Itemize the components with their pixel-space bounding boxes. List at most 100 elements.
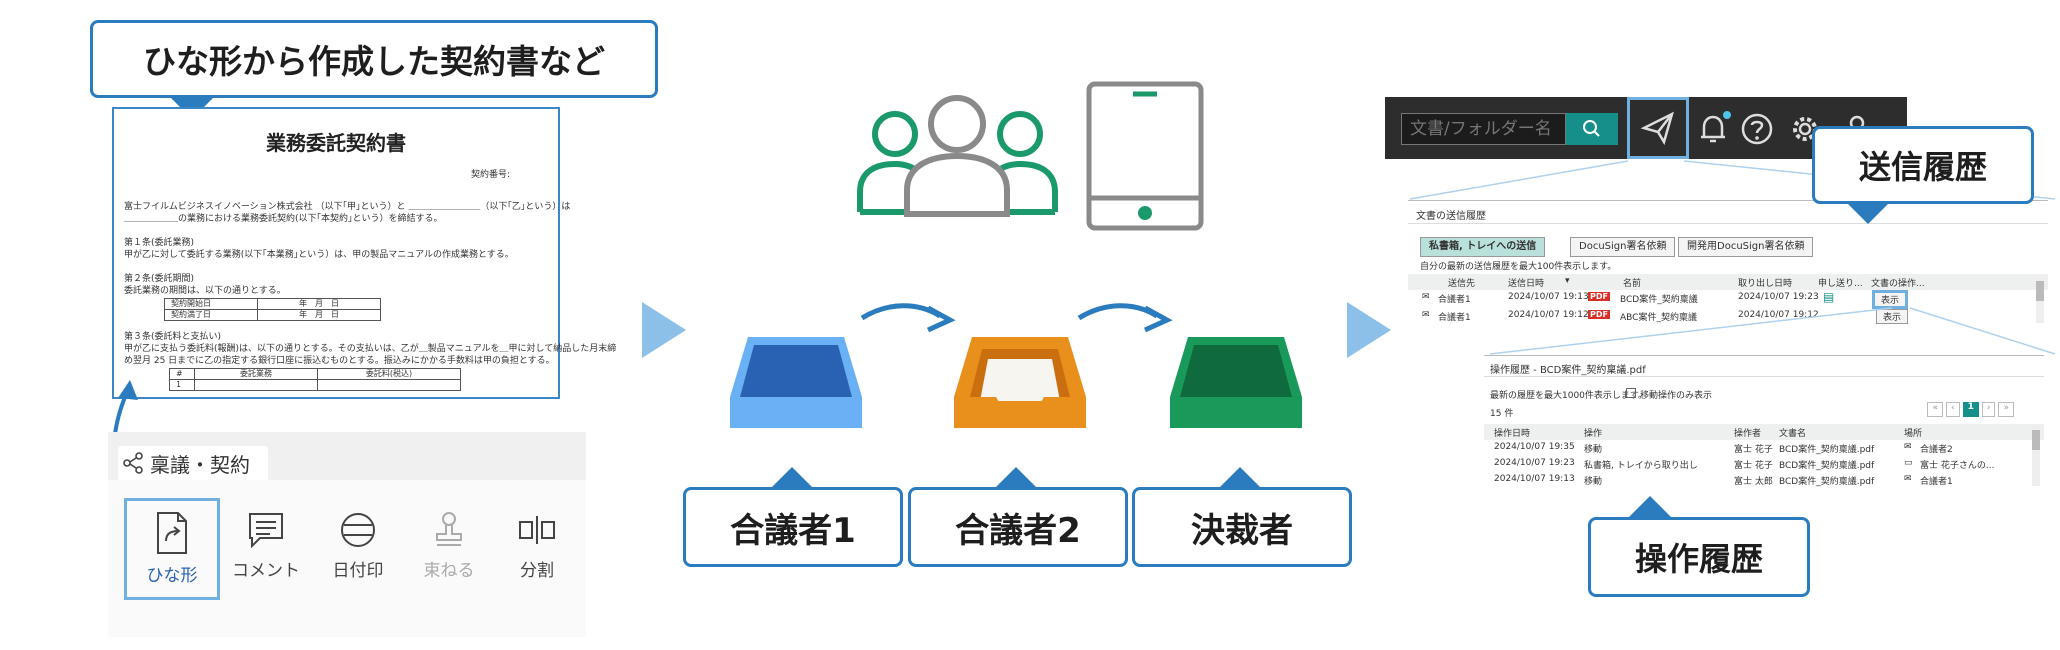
send-tab-docusign[interactable]: DocuSign署名依頼 xyxy=(1570,237,1676,257)
callout-pointer xyxy=(1846,202,1890,224)
send-history-callout: 送信履歴 xyxy=(1812,126,2034,204)
label-pointer xyxy=(1218,467,1262,489)
send-history-button[interactable] xyxy=(1627,97,1689,159)
header-memo: 申し送り... xyxy=(1818,279,1863,289)
article3-body-1: 甲が乙に支払う委託料(報酬)は、以下の通りとする。その支払いは、乙が＿製品マニュ… xyxy=(124,344,617,354)
op-header-op: 操作 xyxy=(1584,429,1603,439)
send-history-callout-text: 送信履歴 xyxy=(1858,148,1987,186)
approval-contract-panel: 稟議・契約 ひな形 コメント 日付印 束ねる xyxy=(108,432,586,637)
mail-icon: ✉ xyxy=(1422,292,1430,302)
send-history-header: 送信先 送信日時 ▾ 名前 取り出し日時 申し送り... 文書の操作... xyxy=(1408,274,2048,290)
current-page[interactable]: 1 xyxy=(1962,402,1979,417)
op-row-user: 富士 花子 xyxy=(1734,461,1773,471)
row-name: ABC案件_契約稟議 xyxy=(1620,313,1697,323)
article2-body: 委託業務の期間は、以下の通りとする。 xyxy=(124,286,286,296)
op-row-op: 私書箱, トレイから取り出し xyxy=(1584,461,1698,471)
send-tab-dev-docusign[interactable]: 開発用DocuSign署名依頼 xyxy=(1678,237,1814,257)
memo-comment-icon[interactable]: ▤ xyxy=(1823,290,1835,304)
period-label: 契約満了日 xyxy=(164,309,258,321)
date-stamp-tool-label: 日付印 xyxy=(332,561,384,581)
document-arrow-icon xyxy=(157,512,187,554)
table-row[interactable]: ✉ 合議者1 2024/10/07 19:12 PDF ABC案件_契約稟議 2… xyxy=(1408,308,2048,324)
search-input[interactable] xyxy=(1401,113,1566,145)
template-contract-callout: ひな形から作成した契約書など xyxy=(90,20,658,98)
op-header-doc: 文書名 xyxy=(1779,429,1807,439)
fee-row-fee xyxy=(317,379,461,391)
op-row-place: 合議者1 xyxy=(1920,477,1953,487)
op-row-doc: BCD案件_契約稟議.pdf xyxy=(1779,445,1875,455)
comment-tool-label: コメント xyxy=(232,561,300,581)
period-table: 契約開始日 年 月 日 契約満了日 年 月 日 xyxy=(164,298,381,321)
operation-history-callout: 操作履歴 xyxy=(1588,517,1810,597)
operation-note: 最新の履歴を最大1000件表示します。 xyxy=(1490,391,1648,401)
intro-line-1: 富士フイルムビジネスイノベーション株式会社 （以下｢甲｣という）と ＿＿＿＿＿＿… xyxy=(124,202,571,212)
split-tool-button[interactable]: 分割 xyxy=(492,510,582,581)
table-row[interactable]: ✉ 合議者1 2024/10/07 19:13 PDF BCD案件_契約稟議 2… xyxy=(1408,290,2048,309)
prev-page-button[interactable]: ‹ xyxy=(1946,402,1960,417)
label-pointer xyxy=(770,467,814,489)
sort-desc-icon: ▾ xyxy=(1565,276,1570,286)
table-row[interactable]: 2024/10/07 19:35 移動 富士 花子 BCD案件_契約稟議.pdf… xyxy=(1484,440,2044,456)
final-approver-label: 決裁者 xyxy=(1132,487,1352,567)
article3-title: 第３条(委託料と支払い) xyxy=(124,332,222,342)
contract-number-label: 契約番号: xyxy=(470,170,510,180)
date-stamp-tool-button[interactable]: 日付印 xyxy=(313,510,403,581)
send-history-note: 自分の最新の送信履歴を最大100件表示します。 xyxy=(1420,262,1617,272)
scrollbar[interactable] xyxy=(2032,424,2040,486)
next-page-button[interactable]: › xyxy=(1981,402,1996,417)
op-header-place: 場所 xyxy=(1904,429,1923,439)
op-row-time: 2024/10/07 19:35 xyxy=(1494,442,1575,452)
bundle-tool-label: 束ねる xyxy=(423,561,475,581)
scrollbar-thumb[interactable] xyxy=(2032,430,2040,450)
fee-row-task xyxy=(194,379,318,391)
final-approver-label-text: 決裁者 xyxy=(1191,510,1293,551)
header-action: 文書の操作... xyxy=(1871,279,1925,289)
article1-body: 甲が乙に対して委託する業務(以下｢本業務｣という）は、甲の製品マニュアルの作成業… xyxy=(124,250,514,260)
operation-history-callout-text: 操作履歴 xyxy=(1634,540,1763,578)
callout-pointer xyxy=(1628,496,1672,518)
inbox-green-icon xyxy=(1170,337,1302,428)
period-value: 年 月 日 xyxy=(257,298,381,310)
fee-row-num: 1 xyxy=(169,379,195,391)
article2-title: 第２条(委託期間) xyxy=(124,274,195,284)
row-dest: 合議者1 xyxy=(1438,295,1471,305)
header-name: 名前 xyxy=(1623,279,1642,289)
last-page-button[interactable]: » xyxy=(1998,402,2014,417)
bundle-tool-button[interactable]: 束ねる xyxy=(404,510,494,581)
fee-header-fee: 委託料(税込) xyxy=(317,368,461,380)
view-button[interactable]: 表示 xyxy=(1876,309,1909,324)
date-stamp-icon xyxy=(341,513,375,547)
row-name: BCD案件_契約稟議 xyxy=(1620,295,1698,305)
row-sent: 2024/10/07 19:13 xyxy=(1508,292,1589,302)
mail-icon: ✉ xyxy=(1904,474,1912,484)
operation-history-title: 操作履歴 - BCD案件_契約稟議.pdf xyxy=(1490,365,1646,376)
period-label: 契約開始日 xyxy=(164,298,258,310)
pdf-badge: PDF xyxy=(1588,292,1610,301)
send-tab-active[interactable]: 私書箱, トレイへの送信 xyxy=(1420,237,1546,257)
table-row[interactable]: 2024/10/07 19:13 移動 富士 太郎 BCD案件_契約稟議.pdf… xyxy=(1484,472,2044,488)
search-button[interactable] xyxy=(1566,113,1618,145)
operation-header: 操作日時 操作 操作者 文書名 場所 xyxy=(1484,424,2044,440)
inbox-orange-icon xyxy=(954,337,1086,428)
table-row[interactable]: 2024/10/07 19:23 私書箱, トレイから取り出し 富士 花子 BC… xyxy=(1484,456,2044,472)
template-contract-callout-text: ひな形から作成した契約書など xyxy=(143,42,605,81)
first-page-button[interactable]: « xyxy=(1927,402,1943,417)
mail-icon: ✉ xyxy=(1422,310,1430,320)
scrollbar-thumb[interactable] xyxy=(2036,281,2044,301)
op-row-user: 富士 花子 xyxy=(1734,445,1773,455)
panel-tab[interactable]: 稟議・契約 xyxy=(118,446,268,480)
bell-icon[interactable] xyxy=(1693,109,1733,149)
help-icon[interactable] xyxy=(1737,109,1777,149)
panel-tab-label: 稟議・契約 xyxy=(150,452,250,477)
move-only-checkbox[interactable] xyxy=(1626,388,1636,398)
op-row-op: 移動 xyxy=(1584,477,1603,487)
comment-tool-button[interactable]: コメント xyxy=(221,510,311,581)
template-tool-button[interactable]: ひな形 xyxy=(124,498,220,600)
article1-title: 第１条(委託業務) xyxy=(124,238,195,248)
fee-header-num: # xyxy=(169,368,195,380)
scrollbar[interactable] xyxy=(2036,275,2044,323)
zoom-lines-bottom xyxy=(1489,307,2056,355)
people-group-icon xyxy=(857,95,1058,217)
share-icon xyxy=(123,452,143,474)
document-title: 業務委託契約書 xyxy=(266,131,406,155)
